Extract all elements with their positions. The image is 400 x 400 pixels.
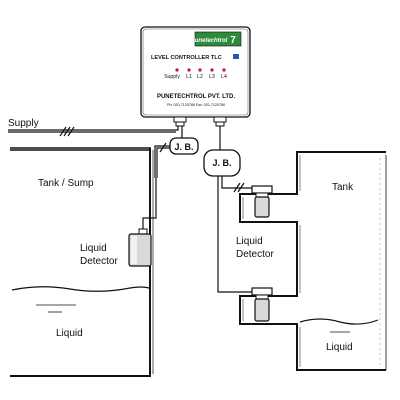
controller-enclosure — [140, 26, 251, 118]
right-tank-label: Tank — [332, 182, 354, 193]
right-detector-label-line1: Liquid — [236, 236, 263, 247]
junction-box-left: J. B. — [169, 126, 199, 155]
indicator-label-supply: Supply — [164, 74, 180, 80]
left-detector-label-line1: Liquid — [80, 243, 107, 254]
right-upper-liquid-detector — [251, 185, 273, 218]
controller-title: LEVEL CONTROLLER TLC — [151, 55, 222, 61]
supply-label: Supply — [8, 118, 39, 129]
indicator-label-l3: L3 — [209, 74, 215, 80]
right-detector-label-line2: Detector — [236, 249, 274, 260]
supply-cable — [8, 126, 179, 137]
right-tank: Tank Liquid Liquid Detector — [236, 151, 387, 371]
left-liquid-label: Liquid — [56, 328, 83, 339]
left-liquid-detector: Liquid Detector — [80, 178, 157, 267]
cable-gland-left — [173, 116, 187, 127]
led-l2 — [198, 68, 202, 72]
indicator-leds — [175, 68, 226, 72]
title-badge — [233, 54, 239, 59]
right-liquid-label: Liquid — [326, 342, 353, 353]
junction-box-right-label: J. B. — [212, 158, 231, 168]
left-tank-liquid-surface — [11, 286, 150, 292]
led-supply — [175, 68, 179, 72]
level-controller-unit: Punetechtrol 7 LEVEL CONTROLLER TLC Supp… — [140, 26, 251, 127]
controller-lid-edge — [142, 28, 249, 116]
right-tank-liquid-surface — [299, 318, 379, 325]
brand-logo-text: Punetechtrol — [191, 38, 228, 44]
led-l1 — [187, 68, 191, 72]
left-tank: Tank / Sump Liquid — [10, 147, 154, 377]
right-tank-wall — [239, 151, 386, 371]
left-tank-label: Tank / Sump — [38, 178, 94, 189]
led-l4 — [222, 68, 226, 72]
indicator-labels: Supply L1 L2 L3 L4 — [164, 74, 227, 80]
junction-box-left-label: J. B. — [174, 142, 193, 152]
left-detector-label-line2: Detector — [80, 256, 118, 267]
company-name: PUNETECHTROL PVT. LTD. — [157, 94, 235, 100]
right-lower-liquid-detector — [251, 287, 273, 322]
cable-jb-left-to-tank — [154, 142, 170, 178]
brand-badge — [194, 31, 242, 47]
junction-box-right: J. B. — [203, 149, 241, 177]
brand-logo-mark: 7 — [230, 35, 236, 46]
indicator-label-l4: L4 — [221, 74, 227, 80]
indicator-label-l1: L1 — [186, 74, 192, 80]
cable-gland-right — [213, 116, 227, 127]
led-l3 — [210, 68, 214, 72]
indicator-label-l2: L2 — [197, 74, 203, 80]
company-contact: Ph: 020-7120788 Fax: 020-7120788 — [167, 103, 225, 107]
